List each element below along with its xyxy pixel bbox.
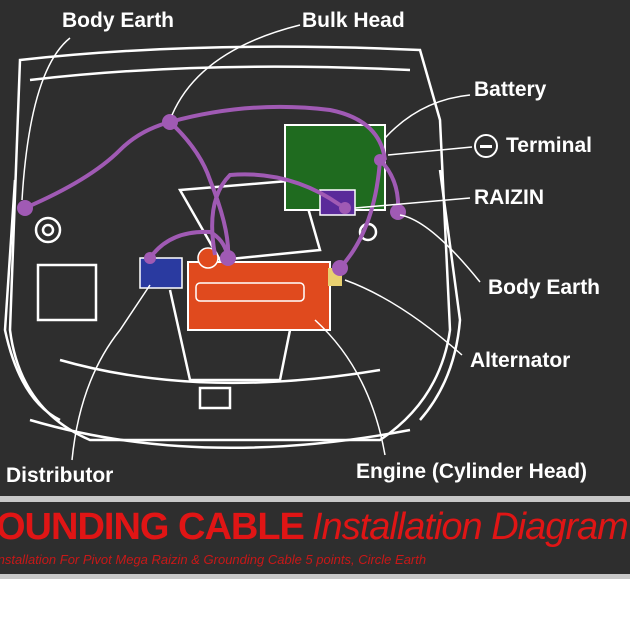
car-outline — [3, 45, 462, 450]
banner-title-bold: OUNDING CABLE — [0, 506, 305, 548]
diagram-background — [0, 0, 630, 496]
label-engine-cylinder-head: Engine (Cylinder Head) — [356, 460, 588, 483]
engine-bay-drawing — [3, 24, 481, 461]
terminal-text: Terminal — [506, 134, 592, 157]
label-distributor: Distributor — [6, 464, 114, 487]
ground-points — [17, 114, 406, 276]
banner-subtitle: Installation For Pivot Mega Raizin & Gro… — [0, 552, 427, 567]
leader-lines — [21, 24, 481, 461]
label-battery: Battery — [474, 78, 547, 101]
label-terminal: Terminal — [474, 134, 592, 159]
label-body-earth-top: Body Earth — [62, 9, 175, 32]
separator — [0, 496, 630, 502]
title-banner: OUNDING CABLE Installation Diagram Insta… — [0, 502, 630, 579]
label-bulk-head: Bulk Head — [302, 9, 405, 32]
negative-terminal-icon — [474, 134, 498, 159]
label-alternator: Alternator — [470, 349, 571, 372]
banner-title-italic: Installation Diagram — [312, 506, 629, 548]
label-raizin: RAIZIN — [474, 186, 544, 209]
engine-cylinder-head — [187, 261, 331, 331]
label-body-earth-right: Body Earth — [488, 276, 601, 299]
